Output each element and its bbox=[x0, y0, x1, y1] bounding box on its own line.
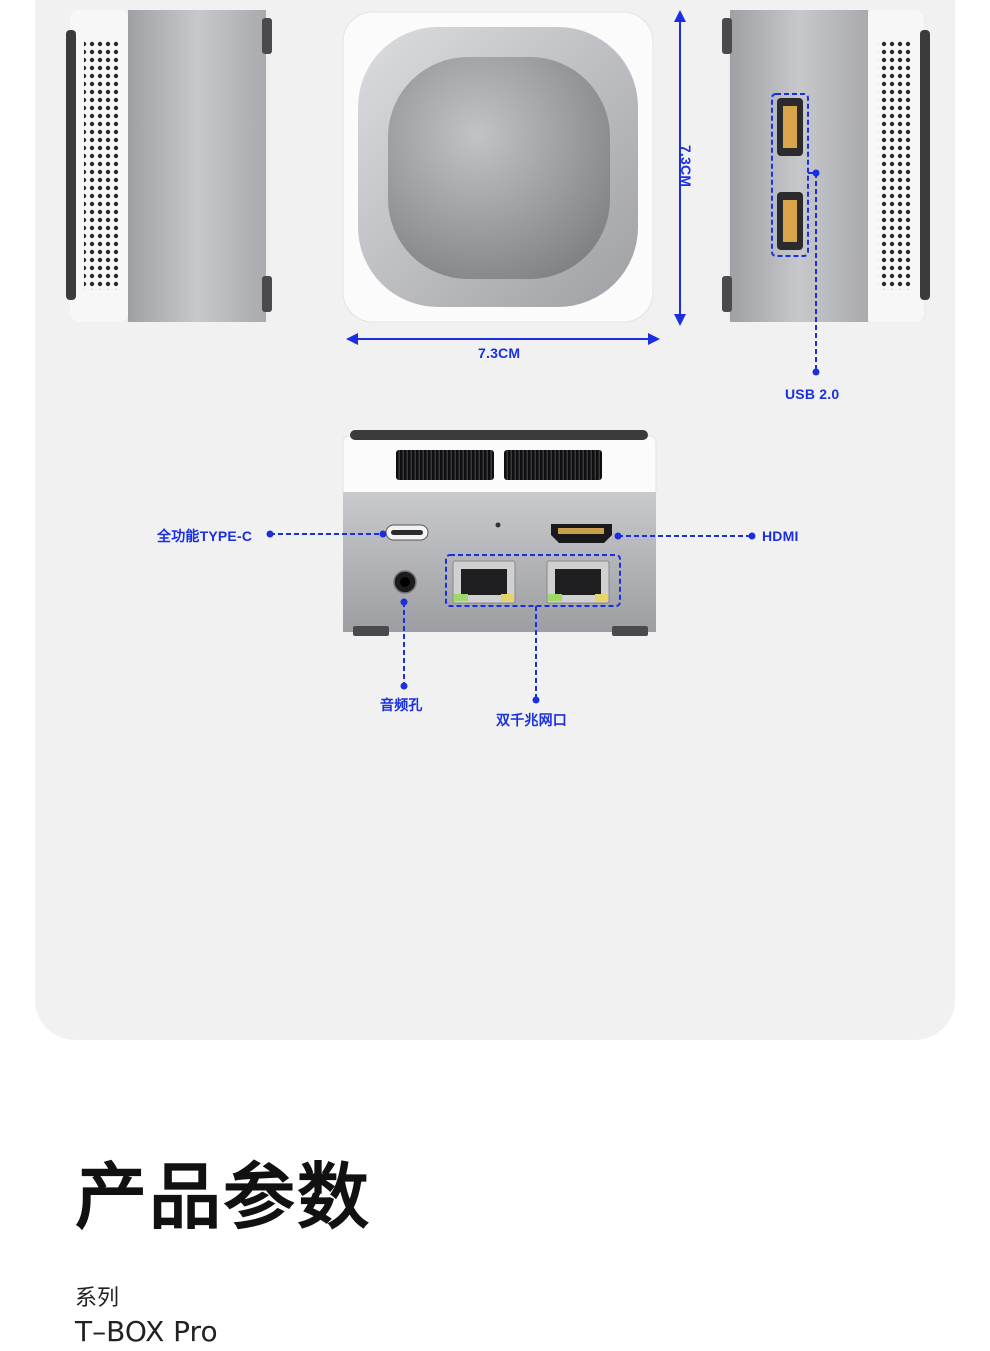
series-value: T–BOX Pro bbox=[75, 1315, 218, 1348]
side-view-left bbox=[66, 10, 272, 322]
audio-callout: 音频孔 bbox=[380, 697, 423, 713]
height-dimension-label: 7.3CM bbox=[678, 144, 695, 188]
front-view bbox=[342, 430, 657, 636]
hdmi-callout: HDMI bbox=[762, 528, 799, 544]
width-dimension bbox=[346, 333, 660, 345]
height-dimension bbox=[674, 10, 686, 326]
top-view bbox=[342, 11, 654, 323]
side-view-right bbox=[722, 10, 930, 376]
series-label: 系列 bbox=[75, 1286, 120, 1311]
ethernet-callout: 双千兆网口 bbox=[496, 712, 567, 728]
width-dimension-label: 7.3CM bbox=[478, 345, 521, 361]
specs-title: 产品参数 bbox=[75, 1155, 372, 1239]
type-c-callout: 全功能TYPE-C bbox=[157, 528, 253, 544]
product-views-illustration bbox=[66, 10, 930, 704]
front-callout-lines bbox=[266, 530, 756, 704]
usb-callout: USB 2.0 bbox=[785, 386, 840, 402]
